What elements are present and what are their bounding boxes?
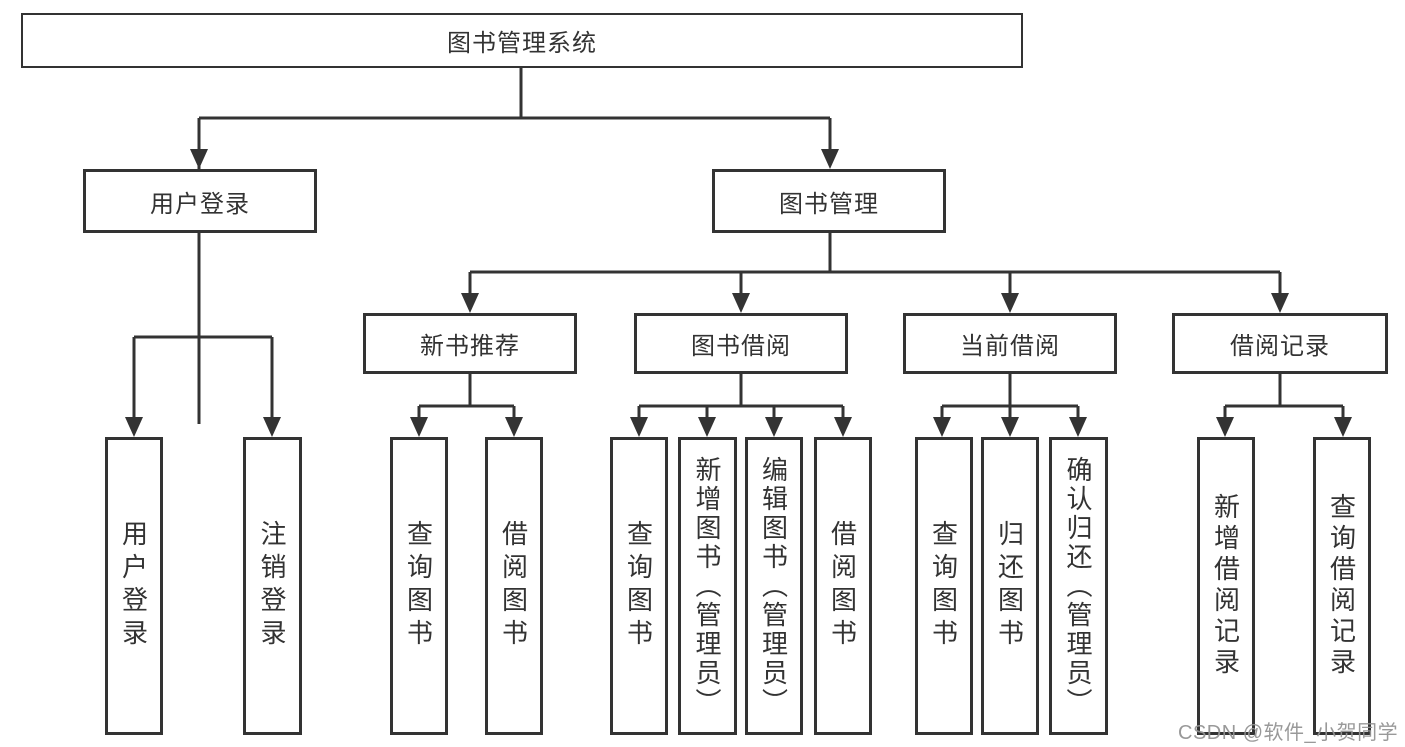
leaf-logout-label: 注销登录 [257,520,287,652]
arrow-leaf-5 [630,417,648,437]
arrow-borrow-records [1271,293,1289,313]
leaf-return-books: 归还图书 [981,437,1039,735]
node-book-management-label: 图书管理 [779,190,879,218]
node-book-management: 图书管理 [712,169,946,233]
arrow-book-borrow [732,293,750,313]
node-current-borrowing-label: 当前借阅 [960,333,1060,360]
arrowheads [125,149,1352,437]
leaf-borrow-books-recommend: 借阅图书 [485,437,543,735]
leaf-query-books-current: 查询图书 [915,437,973,735]
leaf-query-books-borrowing-label: 查询图书 [623,520,654,652]
book-mgmt-connector [468,233,1282,300]
leaf-add-borrow-record-label: 新增借阅记录 [1210,493,1241,679]
arrow-new-book [461,293,479,313]
node-new-book-recommend: 新书推荐 [363,313,577,374]
arrow-user-login [190,149,208,169]
recommend-connector [417,374,516,424]
root-connector [197,68,832,424]
arrow-leaf-10 [1001,417,1019,437]
arrow-leaf-7 [765,417,783,437]
records-connector [1223,374,1345,424]
leaf-borrow-books-recommend-label: 借阅图书 [498,520,529,652]
node-library-system: 图书管理系统 [21,13,1023,68]
node-book-borrowing-label: 图书借阅 [691,333,791,360]
leaf-query-books-recommend: 查询图书 [390,437,448,735]
leaf-user-login: 用户登录 [105,437,163,735]
node-user-login-label: 用户登录 [150,190,250,218]
arrow-book-mgmt [821,149,839,169]
leaf-query-borrow-record: 查询借阅记录 [1313,437,1371,735]
leaf-query-books-current-label: 查询图书 [928,520,959,652]
leaf-confirm-return-admin: 确认归还（管理员） [1049,437,1108,735]
node-book-borrowing: 图书借阅 [634,313,848,374]
arrow-leaf-12 [1216,417,1234,437]
node-user-login: 用户登录 [83,169,317,233]
leaf-return-books-label: 归还图书 [994,520,1025,652]
arrow-leaf-13 [1334,417,1352,437]
current-connector [940,374,1080,424]
arrow-leaf-9 [933,417,951,437]
leaf-query-borrow-record-label: 查询借阅记录 [1326,493,1357,679]
arrow-leaf-11 [1069,417,1087,437]
leaf-logout: 注销登录 [243,437,302,735]
node-borrow-records-label: 借阅记录 [1230,333,1330,360]
leaf-borrow-books-borrowing: 借阅图书 [814,437,872,735]
node-current-borrowing: 当前借阅 [903,313,1117,374]
arrow-leaf-8 [834,417,852,437]
leaf-confirm-return-admin-label: 确认归还（管理员） [1063,455,1093,717]
leaf-add-books-admin-label: 新增图书（管理员） [692,455,722,717]
leaf-add-books-admin: 新增图书（管理员） [678,437,737,735]
user-login-connector [132,233,274,424]
watermark: CSDN @软件_小贺同学 [1178,722,1399,744]
arrow-leaf-4 [505,417,523,437]
node-borrow-records: 借阅记录 [1172,313,1388,374]
leaf-edit-books-admin: 编辑图书（管理员） [745,437,803,735]
leaf-borrow-books-borrowing-label: 借阅图书 [827,520,858,652]
arrow-leaf-3 [410,417,428,437]
leaf-add-borrow-record: 新增借阅记录 [1197,437,1255,735]
arrow-leaf-6 [698,417,716,437]
arrow-leaf-2 [263,417,281,437]
arrow-current-borrow [1001,293,1019,313]
leaf-edit-books-admin-label: 编辑图书（管理员） [758,455,789,717]
node-library-system-label: 图书管理系统 [447,30,597,57]
node-new-book-recommend-label: 新书推荐 [420,333,520,360]
borrowing-connector [637,374,845,424]
leaf-query-books-recommend-label: 查询图书 [403,520,434,652]
arrow-leaf-1 [125,417,143,437]
leaf-query-books-borrowing: 查询图书 [610,437,668,735]
leaf-user-login-label: 用户登录 [118,520,149,652]
